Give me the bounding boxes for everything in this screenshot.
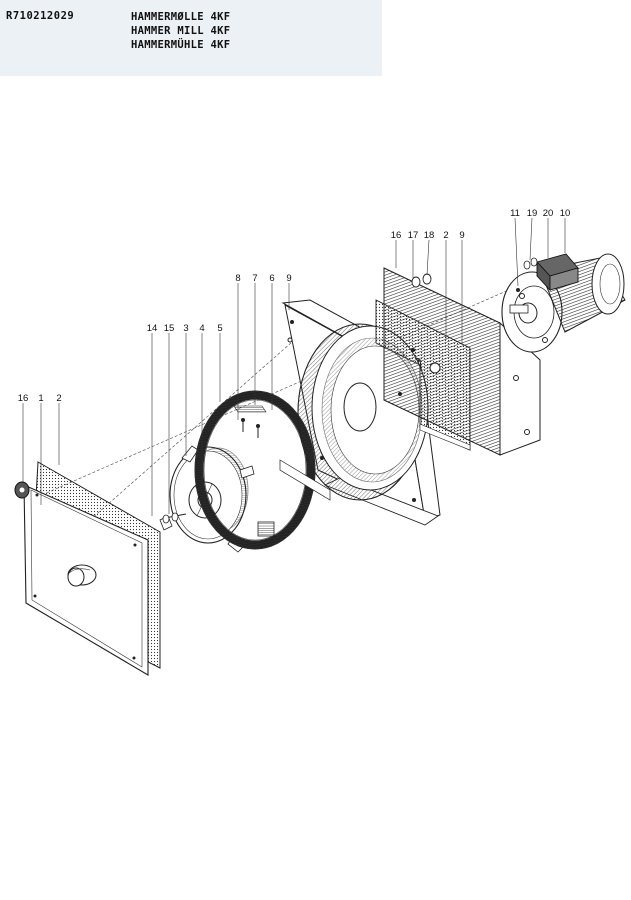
washers bbox=[411, 273, 432, 288]
label-part-9-rear: 9 bbox=[459, 230, 464, 241]
label-part-14: 14 bbox=[147, 323, 158, 334]
front-cover-plate bbox=[23, 461, 161, 676]
document-number: R710212029 bbox=[6, 10, 75, 22]
label-part-5: 5 bbox=[217, 323, 222, 334]
label-part-6: 6 bbox=[269, 273, 274, 284]
label-part-9-housing: 9 bbox=[286, 273, 291, 284]
label-part-7: 7 bbox=[252, 273, 257, 284]
assembly-axis-lower bbox=[89, 334, 301, 521]
label-part-11: 11 bbox=[510, 208, 520, 219]
label-part-8: 8 bbox=[235, 273, 240, 284]
shaft-bolt bbox=[162, 512, 187, 524]
label-part-2-rear: 2 bbox=[443, 230, 448, 241]
title-german: HAMMERMÜHLE 4KF bbox=[131, 39, 231, 51]
label-part-3: 3 bbox=[183, 323, 188, 334]
label-part-1: 1 bbox=[38, 393, 43, 404]
label-part-15: 15 bbox=[164, 323, 175, 334]
label-part-18: 18 bbox=[424, 230, 435, 241]
label-part-19: 19 bbox=[527, 208, 538, 219]
label-part-4: 4 bbox=[199, 323, 204, 334]
bolts bbox=[233, 405, 267, 438]
title-block: HAMMERMØLLE 4KF HAMMER MILL 4KF HAMMERMÜ… bbox=[131, 10, 230, 52]
part-labels: 16 1 2 14 15 3 4 5 8 7 6 9 16 17 18 2 9 … bbox=[18, 208, 571, 404]
rear-plate bbox=[375, 267, 541, 456]
fastening-knob bbox=[14, 481, 30, 499]
label-part-17: 17 bbox=[408, 230, 419, 241]
title-english: HAMMER MILL 4KF bbox=[131, 25, 231, 37]
label-part-10: 10 bbox=[560, 208, 571, 219]
label-part-20: 20 bbox=[543, 208, 554, 219]
label-part-2-front: 2 bbox=[56, 393, 61, 404]
electric-motor bbox=[501, 253, 626, 353]
label-part-16-front: 16 bbox=[18, 393, 29, 404]
title-danish: HAMMERMØLLE 4KF bbox=[131, 11, 231, 23]
label-part-16-rear: 16 bbox=[391, 230, 402, 241]
header-band bbox=[0, 0, 382, 76]
leader-lines bbox=[22, 217, 566, 516]
